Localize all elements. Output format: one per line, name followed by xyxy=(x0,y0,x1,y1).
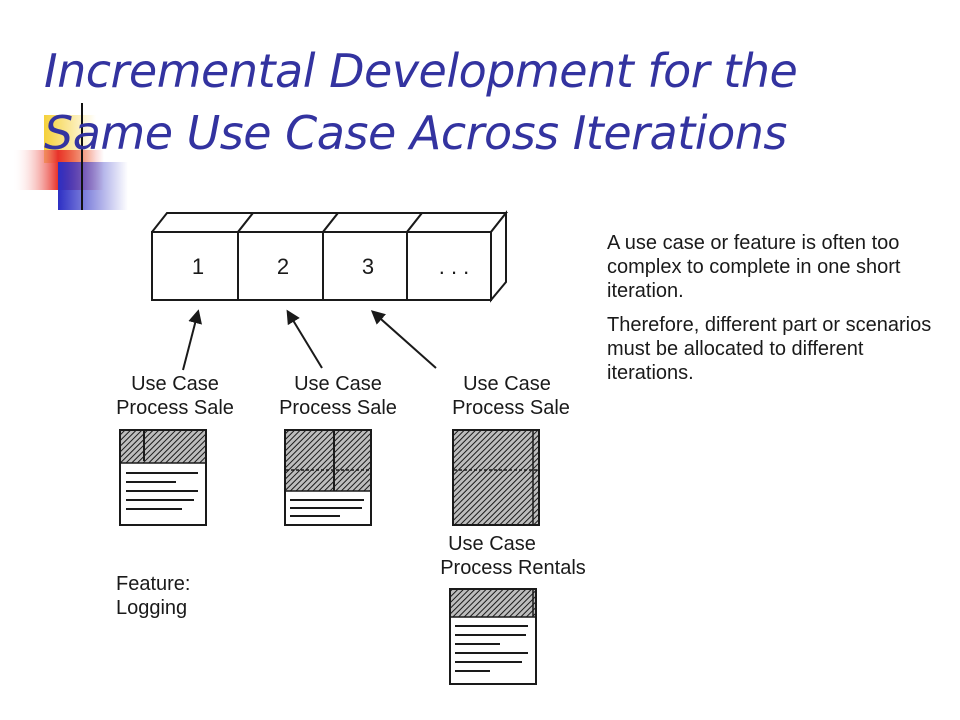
iteration-label-more: . . . xyxy=(439,254,470,279)
iteration-label-3: 3 xyxy=(362,254,374,279)
feature-name: Logging xyxy=(116,597,187,619)
iteration-label-2: 2 xyxy=(277,254,289,279)
arrow-to-iteration-2 xyxy=(286,309,323,369)
slide-title: Incremental Development for the Same Use… xyxy=(44,40,944,164)
explanation-text: A use case or feature is often too compl… xyxy=(607,231,947,395)
use-case-4-document-icon xyxy=(449,588,537,685)
explanation-paragraph-1: A use case or feature is often too compl… xyxy=(607,232,901,302)
use-case-3-name: Process Sale xyxy=(452,397,570,419)
use-case-3-document-icon xyxy=(452,429,540,526)
title-line-2: Same Use Case Across Iterations xyxy=(44,106,787,160)
arrow-to-iteration-3 xyxy=(370,310,437,369)
iteration-box-end-face xyxy=(490,210,507,303)
use-case-4-name: Process Rentals xyxy=(440,557,586,579)
arrow-to-iteration-1 xyxy=(182,309,202,371)
use-case-3-title: Use Case xyxy=(463,373,551,395)
use-case-4-title: Use Case xyxy=(448,533,536,555)
feature-title: Feature: xyxy=(116,573,190,595)
use-case-1-title: Use Case xyxy=(131,373,219,395)
use-case-2-name: Process Sale xyxy=(279,397,397,419)
use-case-1-document-icon xyxy=(119,429,207,526)
use-case-2-document-icon xyxy=(284,429,372,526)
explanation-paragraph-2: Therefore, different part or scenarios m… xyxy=(607,314,932,384)
iteration-timeline xyxy=(151,210,509,303)
title-line-1: Incremental Development for the xyxy=(44,44,798,98)
iteration-label-1: 1 xyxy=(192,254,204,279)
use-case-2-title: Use Case xyxy=(294,373,382,395)
use-case-1-name: Process Sale xyxy=(116,397,234,419)
